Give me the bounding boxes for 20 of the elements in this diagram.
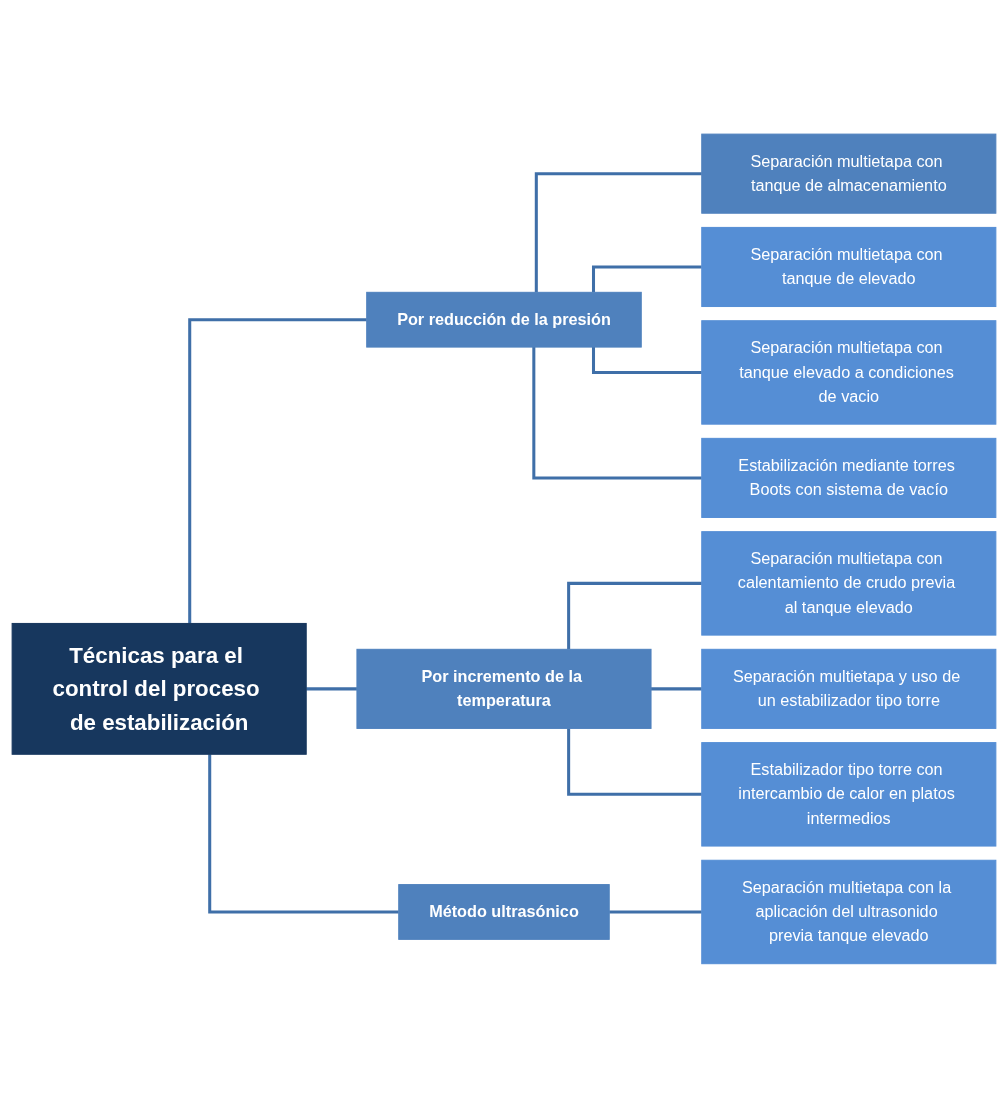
node-box: Separación multietapa con tanque elevado a condiciones de vacio — [700, 319, 996, 425]
connector — [207, 753, 399, 914]
connector — [187, 317, 367, 624]
node-box: Separación multietapa con calentamiento de crudo previa al tanque elevado — [700, 530, 996, 636]
connector — [566, 581, 702, 649]
node-box: Separación multietapa con la aplicación del ultrasonido previa tanque elevado — [700, 859, 996, 964]
node-box: Por incremento de la temperatura — [355, 648, 652, 729]
node-box: Método ultrasónico — [397, 883, 610, 940]
connector — [591, 346, 702, 374]
connector — [534, 171, 702, 292]
node-box: Separación multietapa con tanque de elevado — [700, 226, 996, 307]
connector — [531, 346, 702, 480]
node-box: Por reducción de la presión — [365, 291, 642, 348]
node-box: Separación multietapa con tanque de almacenamiento — [700, 133, 996, 214]
node-box: Separación multietapa y uso de un estabilizador tipo torre — [700, 648, 996, 729]
connector — [566, 728, 702, 796]
node-box: Estabilizador tipo torre con intercambio de calor en platos intermedios — [700, 741, 996, 847]
node-box: Estabilización mediante torres Boots con sistema de vacío — [700, 437, 996, 518]
connector — [591, 265, 702, 292]
node-box: Técnicas para el control del proceso de estabilización — [11, 622, 307, 755]
